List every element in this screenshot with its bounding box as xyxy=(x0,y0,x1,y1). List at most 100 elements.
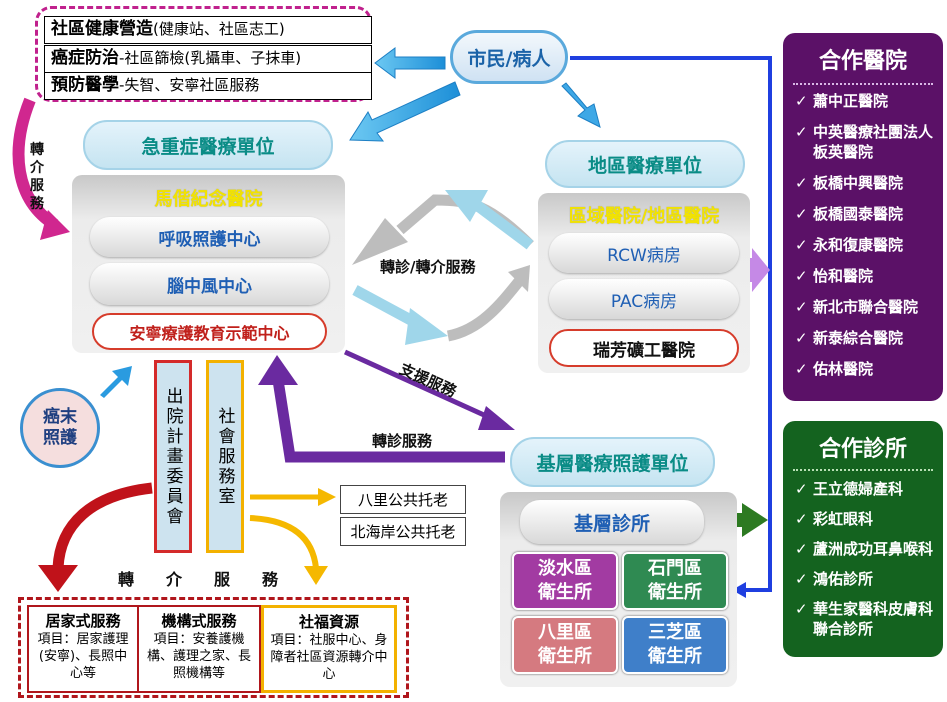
daycare-north-coast: 北海岸公共托老 xyxy=(340,517,466,546)
institution-service-body: 項目：安養護機構、護理之家、長照機構等 xyxy=(146,632,251,681)
community-row-health-head: 社區健康營造 xyxy=(51,19,153,39)
arrowhead-yellow-daycare xyxy=(318,488,336,506)
mackay-item-hospice: 安寧療護教育示範中心 xyxy=(92,313,327,350)
clinic-shimen-label: 石門區 衛生所 xyxy=(648,558,702,603)
emergency-unit: 急重症醫療單位 xyxy=(83,120,333,170)
clinic-shimen: 石門區 衛生所 xyxy=(622,552,728,610)
clinic-sanzhi: 三芝區 衛生所 xyxy=(622,616,728,674)
primary-clinic-title: 基層診所 xyxy=(520,500,704,544)
center-referral-label: 轉診/轉介服務 xyxy=(380,258,476,276)
arrow-terminal-care xyxy=(100,366,132,398)
partner-hospital-item: ✓ 板橋國泰醫院 xyxy=(783,204,943,224)
daycare-bali: 八里公共托老 xyxy=(340,485,466,514)
community-row-prevention: 預防醫學-失智、安寧社區服務 xyxy=(44,72,372,100)
check-icon: ✓ xyxy=(795,540,808,558)
partner-hospital-item: ✓佑林醫院 xyxy=(783,359,943,379)
partner-item-label: 板橋國泰醫院 xyxy=(813,205,904,223)
partner-item-label: 彩虹眼科 xyxy=(813,510,874,528)
left-referral-text: 轉 介 服 務 xyxy=(30,142,44,212)
partner-item-label: 中英醫療社團法人板英醫院 xyxy=(813,123,934,161)
regional-item-ruifang: 瑞芳礦工醫院 xyxy=(549,329,739,367)
clinic-tamsui: 淡水區 衛生所 xyxy=(512,552,618,610)
primary-care-unit: 基層醫療照護單位 xyxy=(510,437,715,487)
home-service-head: 居家式服務 xyxy=(45,612,121,630)
check-icon: ✓ xyxy=(795,174,808,192)
partner-clinic-item: ✓王立德婦產科 xyxy=(783,479,943,499)
partner-hospital-item: ✓怡和醫院 xyxy=(783,266,943,286)
bottom-service-group: 居家式服務 項目：居家護理(安寧)、長照中心等 機構式服務 項目：安養護機構、護… xyxy=(18,597,409,698)
partner-clinic-item: ✓華生家醫科皮膚科聯合診所 xyxy=(783,599,943,639)
home-service: 居家式服務 項目：居家護理(安寧)、長照中心等 xyxy=(27,605,137,693)
partner-clinic-item: ✓ 蘆洲成功耳鼻喉科 xyxy=(783,539,943,559)
community-row-cancer-detail: -社區篩檢(乳攝車、子抹車) xyxy=(119,49,302,67)
social-service-office: 社會服務室 xyxy=(206,360,244,553)
clinic-tamsui-label: 淡水區 衛生所 xyxy=(538,558,592,603)
partner-item-label: 蘆洲成功耳鼻喉科 xyxy=(813,540,934,558)
partner-clinics-divider xyxy=(793,469,933,471)
arrowhead-community-to-mackay xyxy=(40,210,70,240)
regional-item-rcw: RCW病房 xyxy=(549,233,739,273)
check-icon: ✓ xyxy=(795,480,808,498)
check-icon: ✓ xyxy=(795,298,808,316)
arrowhead-transfer xyxy=(258,355,298,385)
arrowhead-line-clinics xyxy=(732,582,746,598)
arrow-yellow-social xyxy=(249,515,319,569)
check-icon: ✓ xyxy=(795,600,808,618)
partner-clinic-item: ✓ 彩虹眼科 xyxy=(783,509,943,529)
partner-item-label: 怡和醫院 xyxy=(813,267,874,285)
institution-service: 機構式服務 項目：安養護機構、護理之家、長照機構等 xyxy=(137,605,261,693)
terminal-care-node: 癌末 照護 xyxy=(20,388,100,468)
partner-clinics-title: 合作診所 xyxy=(818,437,907,462)
partner-hospital-item: ✓板橋中興醫院 xyxy=(783,173,943,193)
check-icon: ✓ xyxy=(795,510,808,528)
partner-clinic-item: ✓鴻佑診所 xyxy=(783,569,943,589)
institution-service-head: 機構式服務 xyxy=(161,612,237,630)
partner-item-label: 新北市聯合醫院 xyxy=(813,298,919,316)
arrow-community-to-mackay xyxy=(12,97,59,231)
primary-panel: 基層診所 淡水區 衛生所 石門區 衛生所 八里區 衛生所 三芝區 衛生所 xyxy=(500,492,737,687)
line-citizen-to-clinics xyxy=(570,56,772,592)
mackay-title: 馬偕紀念醫院 xyxy=(154,189,263,210)
check-icon: ✓ xyxy=(795,329,808,347)
arrowhead-yellow-social xyxy=(304,566,328,585)
partner-hospitals-panel: 合作醫院 ✓蕭中正醫院✓中英醫療社團法人板英醫院✓板橋中興醫院✓板橋國泰醫院✓永… xyxy=(783,33,943,401)
check-icon: ✓ xyxy=(795,570,808,588)
mackay-panel: 馬偕紀念醫院 呼吸照護中心 腦中風中心 安寧療護教育示範中心 xyxy=(72,175,345,353)
transfer-label: 轉診服務 xyxy=(372,432,433,450)
arrowhead-regional-top-blue xyxy=(445,190,488,222)
community-row-prevention-head: 預防醫學 xyxy=(51,75,119,95)
community-row-cancer: 癌症防治-社區篩檢(乳攝車、子抹車) xyxy=(44,45,372,73)
check-icon: ✓ xyxy=(795,236,808,254)
welfare-resources-head: 社福資源 xyxy=(298,613,359,631)
community-row-health-detail: (健康站、社區志工) xyxy=(153,20,285,38)
partner-hospital-item: ✓永和復康醫院 xyxy=(783,235,943,255)
mackay-item-respiratory: 呼吸照護中心 xyxy=(90,217,329,257)
regional-title: 區域醫院/地區醫院 xyxy=(568,206,720,227)
partner-clinics-list: ✓王立德婦產科✓彩虹眼科✓蘆洲成功耳鼻喉科✓鴻佑診所✓華生家醫科皮膚科聯合診所 xyxy=(783,479,943,639)
check-icon: ✓ xyxy=(795,205,808,223)
arrow-regional-top-blue xyxy=(466,195,534,250)
community-row-cancer-head: 癌症防治 xyxy=(51,48,119,68)
bottom-referral-label: 轉 介 服 務 xyxy=(118,570,279,589)
partner-hospitals-title: 合作醫院 xyxy=(818,49,907,74)
arrowhead-support xyxy=(478,406,515,430)
community-row-prevention-detail: -失智、安寧社區服務 xyxy=(119,76,260,94)
partner-clinics-panel: 合作診所 ✓王立德婦產科✓彩虹眼科✓蘆洲成功耳鼻喉科✓鴻佑診所✓華生家醫科皮膚科… xyxy=(783,421,943,657)
arrow-support xyxy=(343,349,497,423)
arrow-red-referral xyxy=(52,482,153,569)
check-icon: ✓ xyxy=(795,360,808,378)
partner-hospitals-list: ✓蕭中正醫院✓中英醫療社團法人板英醫院✓板橋中興醫院✓板橋國泰醫院✓永和復康醫院… xyxy=(783,91,943,379)
discharge-committee: 出院計畫委員會 xyxy=(154,360,192,553)
partner-hospital-item: ✓中英醫療社團法人板英醫院 xyxy=(783,122,943,162)
citizen-node: 市民/病人 xyxy=(450,30,568,84)
partner-item-label: 新泰綜合醫院 xyxy=(813,329,904,347)
community-group: 社區健康營造(健康站、社區志工) 癌症防治-社區篩檢(乳攝車、子抹車) 預防醫學… xyxy=(35,6,372,102)
welfare-resources: 社福資源 項目：社服中心、身障者社區資源轉介中心 xyxy=(261,605,397,693)
clinic-sanzhi-label: 三芝區 衛生所 xyxy=(648,622,702,667)
arrowhead-regional-to-mackay xyxy=(352,218,408,265)
arrow-citizen-to-regional xyxy=(561,82,601,128)
arrowhead-mackay-to-regional xyxy=(405,308,448,345)
mackay-item-stroke: 腦中風中心 xyxy=(90,263,329,305)
regional-panel: 區域醫院/地區醫院 RCW病房 PAC病房 瑞芳礦工醫院 xyxy=(538,193,750,373)
